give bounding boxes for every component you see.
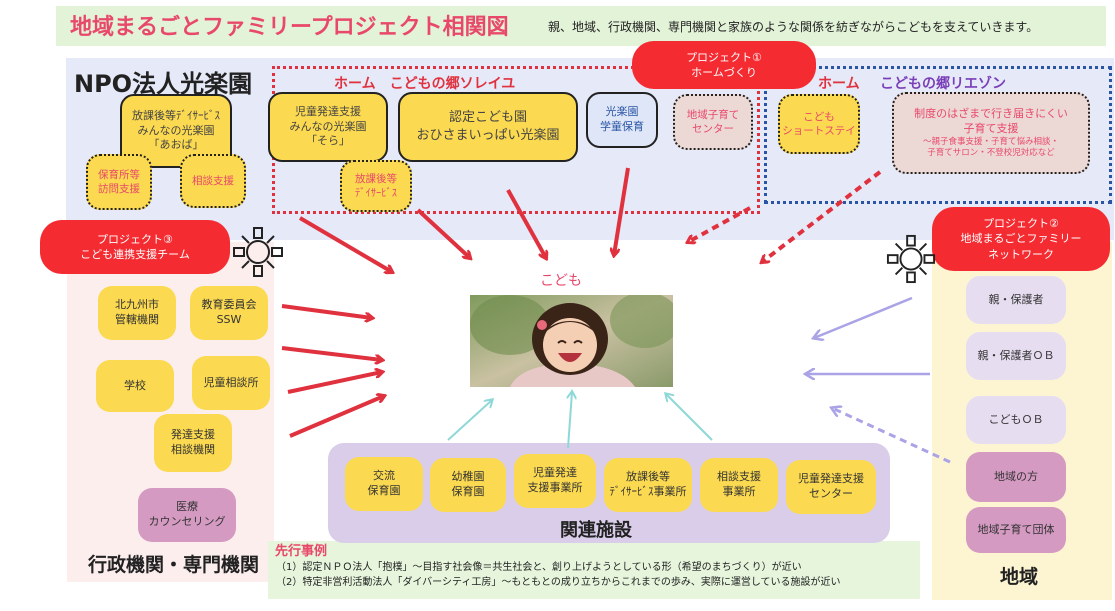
npo-box-gakudou: 光楽園 学童保育: [586, 92, 658, 148]
npo-box-shortstay: こども ショートステイ: [778, 94, 860, 154]
chiiki-box-kosodate-dantai: 地域子育て団体: [966, 507, 1066, 553]
npo-box-hazama: 制度のはざまで行き届きにくい 子育て支援 ～親子食事支援・子育て悩み相談・ 子育…: [892, 92, 1090, 174]
npo-box-aoba: 放課後等ﾃﾞｲｻｰﾋﾞｽ みんなの光楽園 「あおば」: [120, 94, 232, 168]
gyosei-box-hattatsu: 発達支援 相談機関: [154, 414, 232, 472]
arrow-kanren-to-child: [447, 400, 492, 441]
gyosei-box-gakko: 学校: [96, 360, 174, 412]
chiiki-box-chiiki-no-kata: 地域の方: [966, 452, 1066, 502]
gyosei-title: 行政機関・専門機関: [88, 554, 260, 576]
npo-box-sora: 児童発達支援 みんなの光楽園 「そら」: [268, 92, 388, 162]
arrow-gyosei-to-child: [289, 396, 384, 438]
gyosei-box-jisou: 児童相談所: [192, 356, 270, 410]
kanren-box-soudan: 相談支援 事業所: [700, 458, 778, 512]
kanren-box-center: 児童発達支援 センター: [786, 460, 876, 514]
arrow-gyosei-to-child: [281, 304, 372, 318]
handshake-circle-icon: [233, 227, 283, 277]
kodomo-label: こども: [540, 273, 582, 289]
kanren-box-koryu: 交流 保育園: [345, 457, 423, 511]
kanren-title: 関連施設: [560, 520, 632, 541]
arrow-gyosei-to-child: [287, 372, 382, 394]
project-1-badge: プロジェクト① ホームづくり: [632, 41, 816, 89]
arrow-liaison-to-child: [688, 206, 751, 242]
chiiki-box-kodomo-ob: こどもＯＢ: [966, 396, 1066, 444]
arrow-npo-to-child: [298, 216, 392, 272]
arrow-npo-to-child: [506, 189, 546, 258]
home-liaison-label-a: ホーム: [818, 76, 860, 92]
senko-title: 先行事例: [275, 544, 328, 559]
home-soleil-label: ホーム こどもの郷ソレイユ: [334, 76, 516, 92]
npo-box-kosodate-center: 地域子育て センター: [673, 94, 753, 150]
chiiki-box-oya-ob: 親・保護者ＯＢ: [966, 332, 1066, 380]
home-liaison-label-b: こどもの郷リエゾン: [880, 76, 1006, 92]
page-subtitle: 親、地域、行政機関、専門機関と家族のような関係を紡ぎながらこどもを支えていきます…: [548, 20, 1039, 34]
kanren-box-jidou-hattatsu: 児童発達 支援事業所: [514, 454, 596, 508]
arrow-liaison-to-child: [762, 170, 882, 262]
arrow-npo-to-child: [614, 167, 630, 255]
handshake-circle-icon: [886, 234, 936, 284]
arrow-kanren-to-child: [666, 394, 713, 441]
npo-box-hoikusho: 保育所等 訪問支援: [86, 154, 152, 210]
senko-line-1: （1）認定ＮＰＯ法人「抱樸」～目指す社会像＝共生社会と、創り上げようとしている形…: [276, 562, 802, 573]
npo-box-houkago: 放課後等 ﾃﾞｲｻｰﾋﾞｽ: [340, 160, 412, 212]
chiiki-box-oya: 親・保護者: [966, 276, 1066, 324]
gyosei-box-iryo: 医療 カウンセリング: [138, 488, 236, 542]
gyosei-box-kyoiku: 教育委員会 SSW: [190, 286, 268, 340]
child-photo: [470, 295, 673, 387]
project-2-badge: プロジェクト② 地域まるごとファミリー ネットワーク: [932, 207, 1110, 271]
senko-area: [268, 541, 920, 599]
npo-box-hazama-sub: ～親子食事支援・子育て悩み相談・ 子育てサロン・不登校児対応など: [922, 136, 1059, 159]
arrow-chiiki-to-child: [832, 408, 951, 464]
page-title: 地域まるごとファミリープロジェクト相関図: [70, 15, 509, 40]
project-3-badge: プロジェクト③ こども連携支援チーム: [40, 220, 230, 274]
title-bar: [56, 6, 1106, 46]
npo-box-hazama-main: 制度のはざまで行き届きにくい 子育て支援: [914, 106, 1068, 136]
npo-box-soudan: 相談支援: [180, 154, 246, 208]
gyosei-box-kitakyushu: 北九州市 管轄機関: [98, 286, 176, 340]
arrow-chiiki-to-child: [814, 296, 913, 338]
arrow-gyosei-to-child: [281, 346, 382, 360]
kanren-box-houkago: 放課後等 ﾃﾞｲｻｰﾋﾞｽ事業所: [604, 458, 692, 512]
arrow-kanren-to-child: [568, 392, 572, 449]
senko-line-2: （2）特定非営利活動法人「ダイバーシティ工房」～もともとの成り立ちからこれまでの…: [276, 577, 841, 588]
chiiki-title: 地域: [1000, 566, 1039, 588]
npo-box-kodomoen: 認定こども園 おひさまいっぱい光楽園: [398, 92, 578, 162]
npo-title: NPO法人光楽園: [74, 70, 253, 98]
home-liaison-frame: [764, 66, 1112, 204]
kanren-box-yochien: 幼稚園 保育園: [430, 458, 506, 512]
arrow-npo-to-child: [416, 208, 470, 258]
